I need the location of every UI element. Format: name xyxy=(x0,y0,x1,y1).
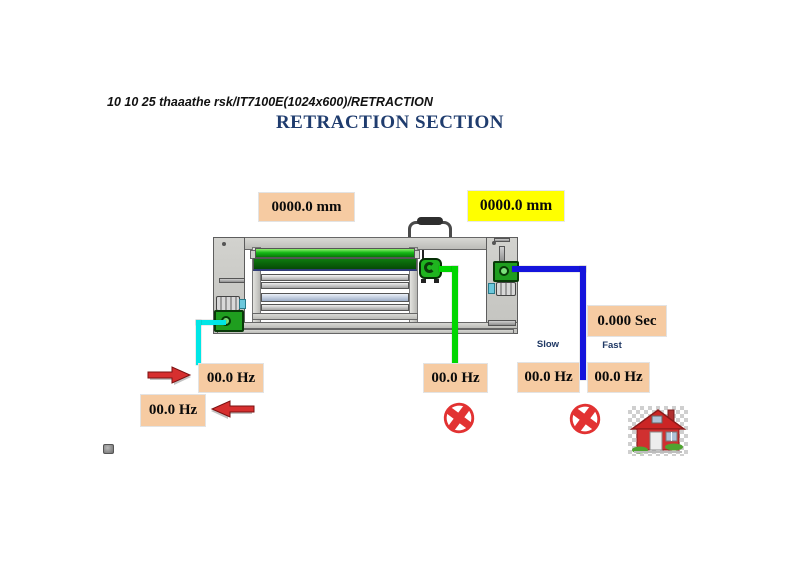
left-gearbox-hub xyxy=(221,316,231,326)
left-gearbox xyxy=(214,310,244,332)
home-button[interactable] xyxy=(628,406,688,456)
right-roller-post xyxy=(409,247,418,333)
right-gearbox-hub xyxy=(499,266,509,276)
steel-blue-roller xyxy=(261,293,409,302)
green-line-vertical xyxy=(452,266,458,363)
green-line-horizontal xyxy=(439,266,458,272)
center-motor-body xyxy=(419,258,442,279)
fast-drive-stopped-icon xyxy=(569,403,601,435)
center-motor-antenna xyxy=(422,250,424,259)
entry-forward-hz-readout[interactable]: 00.0 Hz xyxy=(198,363,264,393)
machine-handle-icon xyxy=(408,221,452,239)
gray-roller-3 xyxy=(261,304,409,311)
retraction-length-readout[interactable]: 0000.0 mm xyxy=(258,192,355,222)
center-motor-ring xyxy=(424,262,435,273)
roller-cap xyxy=(411,250,420,259)
target-length-setpoint[interactable]: 0000.0 mm xyxy=(467,190,565,222)
right-motor-fan xyxy=(488,283,495,294)
slow-drive-hz-readout[interactable]: 00.0 Hz xyxy=(517,362,580,393)
center-motor-foot xyxy=(421,279,426,283)
home-house-icon xyxy=(629,409,687,454)
right-top-shaft xyxy=(499,246,505,263)
forward-arrow-icon xyxy=(147,366,192,385)
bottom-rail xyxy=(213,322,518,329)
entry-reverse-hz-readout[interactable]: 00.0 Hz xyxy=(140,394,206,427)
left-motor-body xyxy=(216,296,240,311)
slow-label: Slow xyxy=(536,339,560,350)
left-side-plate xyxy=(213,237,245,334)
fast-label: Fast xyxy=(602,340,622,351)
left-motor-fan xyxy=(239,299,246,309)
breadcrumb: 10 10 25 thaaathe rsk/IT7100E(1024x600)/… xyxy=(107,95,433,109)
roller-cap xyxy=(250,250,259,259)
cyan-line-vertical xyxy=(196,320,201,365)
bottom-rail-lower xyxy=(217,329,514,334)
right-side-plate xyxy=(486,237,518,334)
gray-roller-1 xyxy=(261,274,409,281)
dark-green-roller xyxy=(253,258,417,271)
top-rail xyxy=(213,237,518,250)
left-shaft-coupling xyxy=(219,278,245,283)
blue-line-horizontal xyxy=(512,266,586,272)
right-top-bolt xyxy=(494,238,510,242)
screw-dot xyxy=(492,241,496,245)
machine-handle-grip xyxy=(417,217,443,225)
fast-drive-hz-readout[interactable]: 00.0 Hz xyxy=(587,362,650,393)
right-motor-body xyxy=(496,282,516,296)
center-drive-stopped-icon xyxy=(443,402,475,434)
top-green-roller xyxy=(255,248,415,258)
center-drive-hz-readout[interactable]: 00.0 Hz xyxy=(423,363,488,393)
right-gearbox xyxy=(493,261,519,282)
gray-roller-2 xyxy=(261,282,409,289)
cyan-line-horizontal xyxy=(196,320,226,325)
delay-sec-readout[interactable]: 0.000 Sec xyxy=(587,305,667,337)
right-shaft-coupling xyxy=(488,320,516,326)
left-roller-post xyxy=(252,247,261,333)
screw-dot xyxy=(222,242,226,246)
page-title: RETRACTION SECTION xyxy=(275,112,505,133)
cross-member xyxy=(252,313,418,320)
center-motor-foot xyxy=(434,279,439,283)
corner-settings-glyph[interactable] xyxy=(103,444,114,454)
blue-line-vertical xyxy=(580,266,586,380)
reverse-arrow-icon xyxy=(210,400,255,419)
